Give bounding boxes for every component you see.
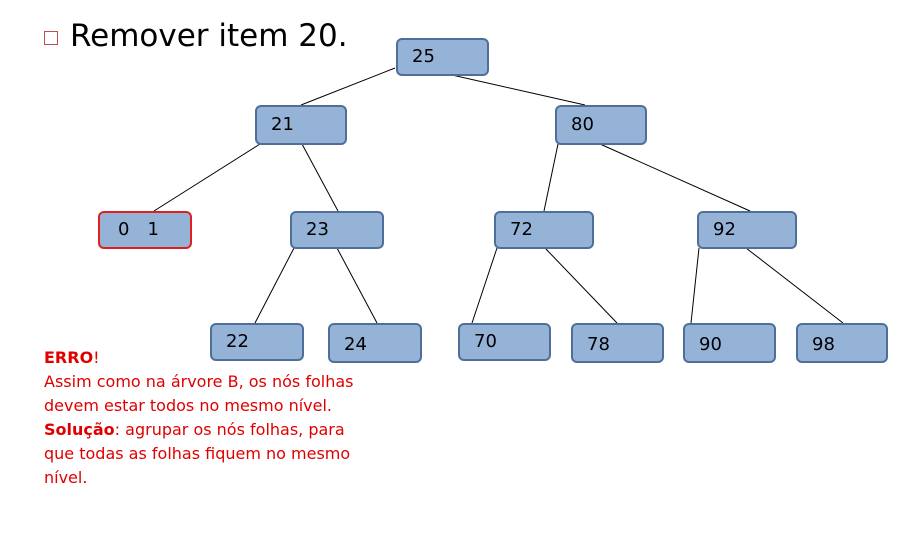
edge-21-23 [301, 143, 339, 212]
tree-node-22: 22 [210, 323, 304, 361]
square-bullet-icon [44, 31, 58, 45]
node-key: 70 [474, 331, 497, 352]
tree-node-78: 78 [571, 323, 664, 363]
tree-node-70: 70 [458, 323, 551, 361]
tree-node-92: 92 [697, 211, 797, 249]
tree-node-80: 80 [555, 105, 647, 145]
slide-heading: Remover item 20. [44, 14, 348, 58]
solution-title: Solução [44, 420, 115, 439]
edge-92-90 [690, 247, 700, 324]
error-text: Assim como na árvore B, os nós folhas de… [44, 372, 354, 415]
node-key: 90 [699, 334, 722, 355]
edge-21-01 [153, 143, 261, 212]
node-key: 22 [226, 331, 249, 352]
edge-80-72 [543, 143, 559, 212]
node-key: 92 [713, 219, 736, 240]
tree-node-98: 98 [796, 323, 888, 363]
heading-text: Remover item 20. [70, 18, 348, 54]
edge-25-21 [300, 67, 396, 106]
node-key: 23 [306, 219, 329, 240]
edge-92-98 [745, 247, 844, 324]
node-key: 80 [571, 114, 594, 135]
node-key: 1 [147, 219, 159, 240]
node-key: 98 [812, 334, 835, 355]
edge-23-22 [254, 247, 295, 324]
edge-23-24 [336, 247, 378, 324]
tree-node-23: 23 [290, 211, 384, 249]
node-key: 78 [587, 334, 610, 355]
node-key: 0 [118, 219, 130, 240]
node-key: 72 [510, 219, 533, 240]
edge-72-78 [544, 247, 618, 324]
node-key: 24 [344, 334, 367, 355]
node-key: 21 [271, 114, 294, 135]
node-key: 25 [412, 46, 435, 67]
error-note: ERRO! Assim como na árvore B, os nós fol… [44, 346, 374, 490]
edge-80-92 [599, 143, 751, 212]
error-title: ERRO [44, 348, 94, 367]
tree-node-24: 24 [328, 323, 422, 363]
edge-72-70 [471, 247, 498, 324]
tree-node-90: 90 [683, 323, 776, 363]
tree-node-root: 25 [396, 38, 489, 76]
tree-node-error-leaf: 0 1 [98, 211, 192, 249]
solution-text: : agrupar os nós folhas, para que todas … [44, 420, 351, 487]
error-mark: ! [93, 348, 100, 367]
tree-node-21: 21 [255, 105, 347, 145]
tree-node-72: 72 [494, 211, 594, 249]
